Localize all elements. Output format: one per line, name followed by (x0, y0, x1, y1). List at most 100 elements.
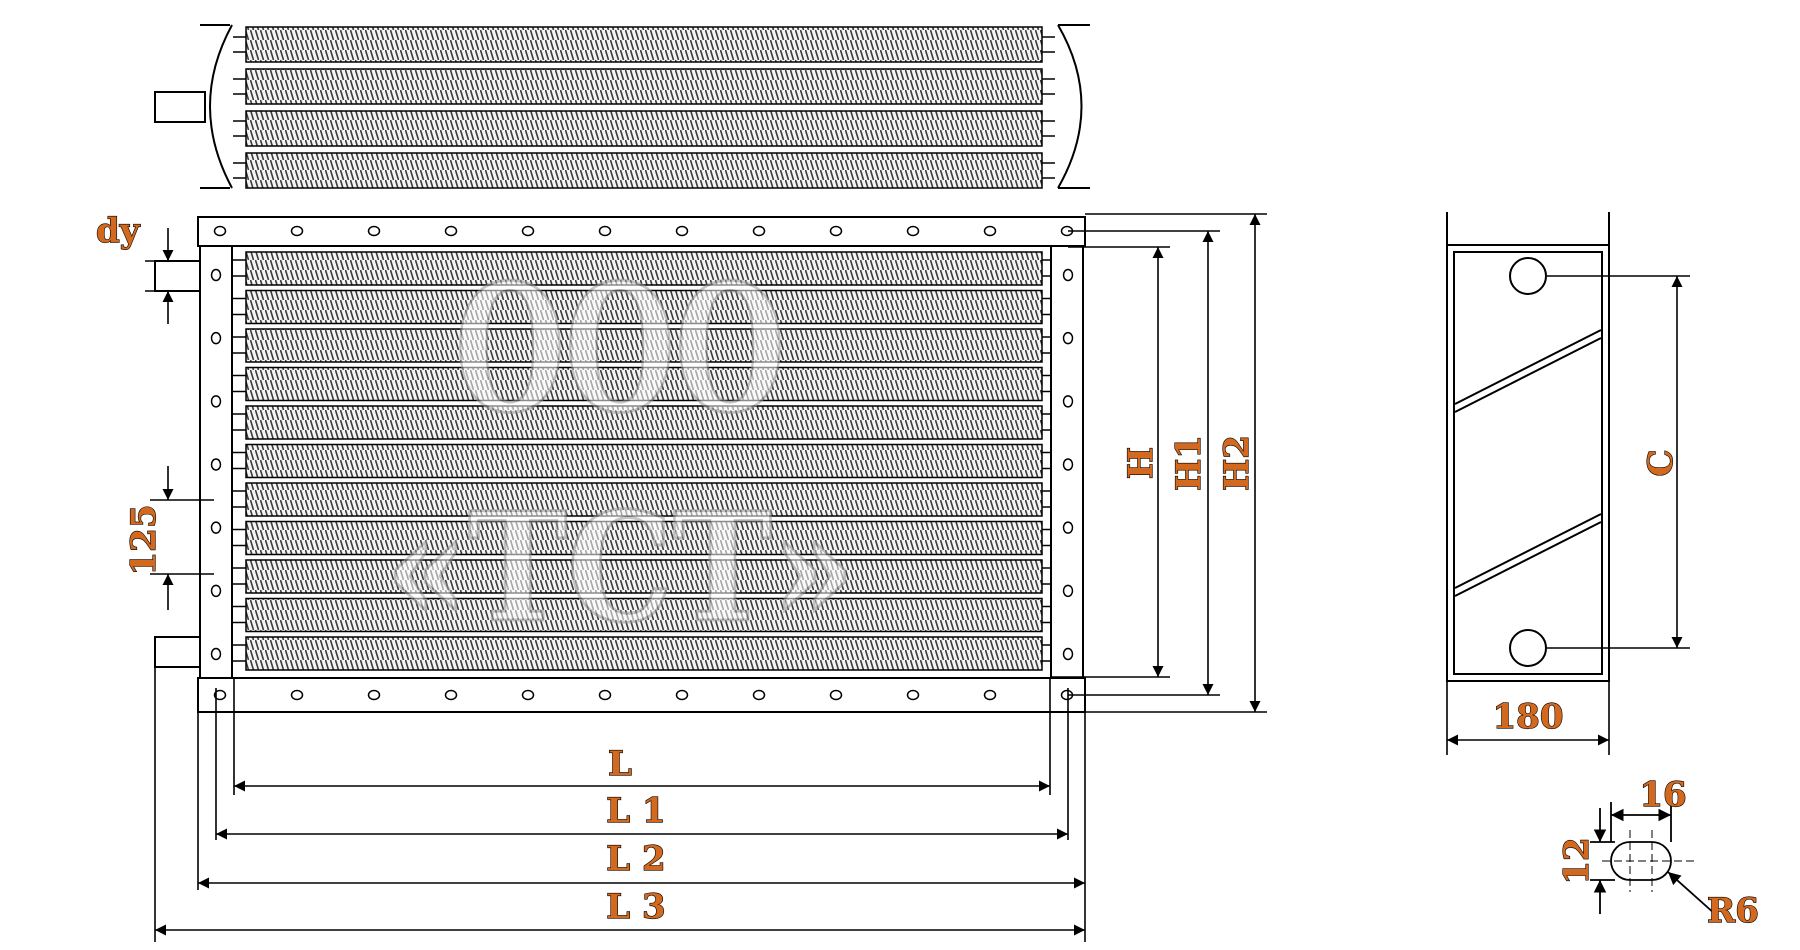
flange-hole (290, 689, 304, 701)
mounting-holes (210, 225, 1074, 701)
flange-hole (906, 689, 920, 701)
fin-coil (245, 405, 1043, 440)
outlet-nozzle (154, 636, 201, 668)
dim-12-label: 12 (1557, 837, 1597, 884)
fin-coil (245, 152, 1043, 189)
watermark: ООО «ТСТ» (384, 246, 857, 658)
front-dimension-labels: dy 125 H H1 H2 L L 1 L 2 L 3 (95, 210, 1257, 927)
front-tube-bank (232, 251, 1051, 671)
dim-H1-label: H1 (1169, 435, 1209, 491)
flange-hole (906, 225, 920, 237)
front-tube-row (232, 482, 1051, 517)
slot-shape (1610, 841, 1672, 881)
front-tube-row (232, 251, 1051, 286)
fin-coil (245, 289, 1043, 325)
inlet-nozzle (154, 260, 201, 292)
side-dimension-labels: C 180 (1492, 449, 1682, 738)
fin-coil (245, 26, 1043, 63)
flange-hole (983, 225, 997, 237)
front-tube-row (232, 405, 1051, 440)
dim-180-label: 180 (1493, 697, 1564, 737)
flange-hole (444, 689, 458, 701)
flange-hole (598, 689, 612, 701)
side-outer-frame (1446, 244, 1610, 682)
flange-hole (367, 225, 381, 237)
fin-coil (245, 366, 1043, 402)
dim-L-label: L (608, 744, 632, 784)
fin-coil (245, 68, 1043, 105)
dim-16-label: 16 (1639, 775, 1686, 815)
front-tube-row (232, 366, 1051, 402)
side-hole (210, 268, 222, 282)
fin-coil (245, 636, 1043, 671)
front-view (154, 216, 1086, 713)
top-tube-row (233, 68, 1055, 105)
side-inner-frame (1453, 251, 1603, 675)
side-hole (1062, 647, 1074, 661)
flange-hole (752, 689, 766, 701)
side-hole (210, 458, 222, 471)
fin-coil (245, 443, 1043, 479)
left-header-cap (200, 24, 233, 189)
top-inlet-nozzle (154, 91, 206, 123)
flange-hole (521, 689, 535, 701)
fin-coil (245, 597, 1043, 633)
top-view (154, 24, 1090, 189)
side-hole (210, 584, 222, 598)
side-hole (210, 331, 222, 345)
top-tube-bank (233, 26, 1055, 189)
front-tube-row (232, 443, 1051, 479)
front-tube-row (232, 636, 1051, 671)
dim-L1-label: L 1 (606, 791, 665, 831)
side-hole (1062, 331, 1074, 345)
side-upper-port (1509, 257, 1547, 295)
side-lower-baffle (1454, 513, 1602, 597)
dim-125-label: 125 (124, 505, 164, 576)
flange-hole (598, 225, 612, 237)
flange-hole (675, 225, 689, 237)
top-tube-row (233, 26, 1055, 63)
front-tube-row (232, 559, 1051, 594)
flange-hole (213, 225, 227, 237)
dim-C-label: C (1641, 449, 1681, 476)
dim-H2-label: H2 (1217, 435, 1257, 491)
flange-hole (983, 689, 997, 701)
flange-hole (290, 225, 304, 237)
dim-L3-label: L 3 (606, 887, 665, 927)
front-tube-row (232, 289, 1051, 325)
flange-hole (675, 689, 689, 701)
top-tube-row (233, 152, 1055, 189)
flange-hole (829, 225, 843, 237)
dim-R6-label: R6 (1707, 891, 1759, 931)
dim-L2-label: L 2 (606, 839, 665, 879)
side-hole (1062, 395, 1074, 408)
side-view (1446, 212, 1690, 755)
right-header-cap (1057, 24, 1090, 189)
flange-hole (367, 689, 381, 701)
side-lower-port (1509, 629, 1547, 667)
side-hole (1062, 521, 1074, 534)
watermark-line-1: ООО (455, 247, 785, 452)
flange-hole (213, 689, 227, 701)
top-flange (197, 216, 1086, 247)
side-hole (1062, 458, 1074, 471)
front-tube-row (232, 328, 1051, 363)
side-hole (1062, 584, 1074, 598)
flange-hole (829, 689, 843, 701)
fin-coil (245, 328, 1043, 363)
fin-coil (245, 251, 1043, 286)
front-tube-row (232, 597, 1051, 633)
dim-dy-label: dy (96, 211, 141, 251)
side-hole (210, 395, 222, 408)
dim-H-label: H (1121, 447, 1161, 479)
bottom-flange (197, 677, 1086, 713)
flange-hole (444, 225, 458, 237)
slot-dimension-labels: 16 12 R6 (1556, 774, 1759, 931)
top-tube-row (233, 110, 1055, 147)
flange-hole (521, 225, 535, 237)
side-upper-baffle (1454, 329, 1602, 413)
fin-coil (245, 520, 1043, 556)
front-dimensions (145, 213, 1267, 942)
slot-detail (1590, 802, 1716, 915)
